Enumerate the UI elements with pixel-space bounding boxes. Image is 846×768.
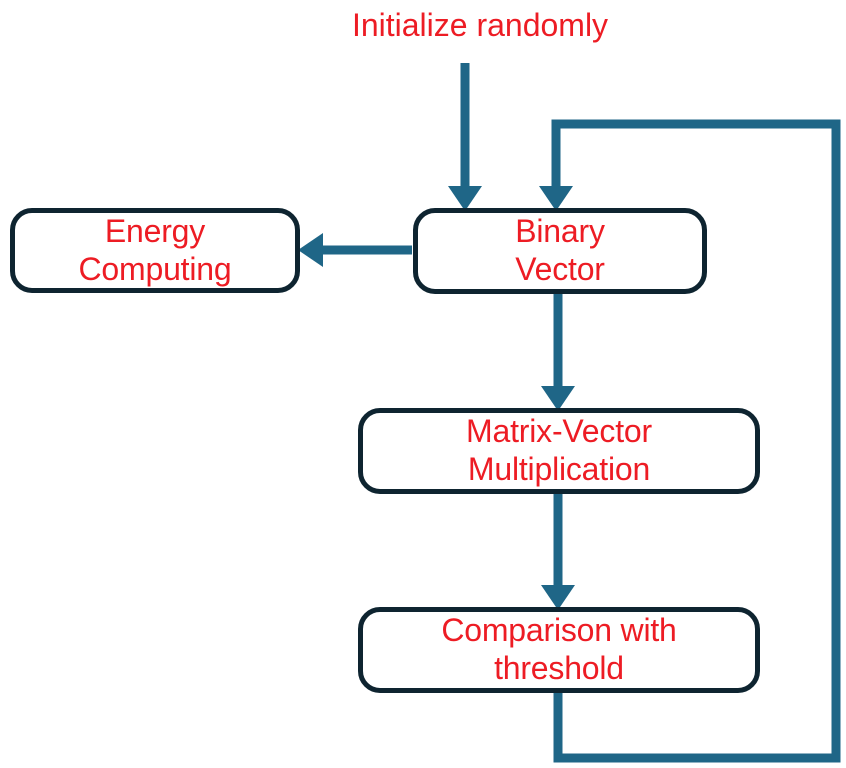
edge-binary-to-matrix-arrowhead [541, 386, 575, 411]
edge-binary-to-matrix [541, 292, 575, 411]
edge-comparison-feedback-arrowhead [539, 186, 573, 211]
edge-matrix-to-comparison-arrowhead [541, 585, 575, 610]
node-binary-vector-label: Binary Vector [515, 213, 605, 287]
edge-init-to-binary-arrowhead [448, 186, 482, 211]
node-comparison-with-threshold[interactable]: Comparison with threshold [358, 607, 760, 693]
edge-comparison-feedback [539, 119, 841, 763]
edge-comparison-feedback-path [551, 119, 841, 763]
node-comparison-with-threshold-label: Comparison with threshold [441, 612, 677, 686]
edge-binary-to-energy-arrowhead [298, 233, 323, 267]
node-energy-computing[interactable]: Energy Computing [10, 208, 300, 293]
node-energy-computing-label: Energy Computing [78, 212, 232, 287]
node-matrix-vector-multiplication[interactable]: Matrix-Vector Multiplication [358, 408, 760, 494]
edge-binary-to-energy [298, 233, 412, 267]
caption-initialize-randomly: Initialize randomly [351, 7, 609, 43]
node-binary-vector[interactable]: Binary Vector [413, 208, 707, 294]
node-matrix-vector-multiplication-label: Matrix-Vector Multiplication [466, 413, 652, 487]
edge-init-to-binary [448, 63, 482, 211]
edge-matrix-to-comparison [541, 492, 575, 610]
